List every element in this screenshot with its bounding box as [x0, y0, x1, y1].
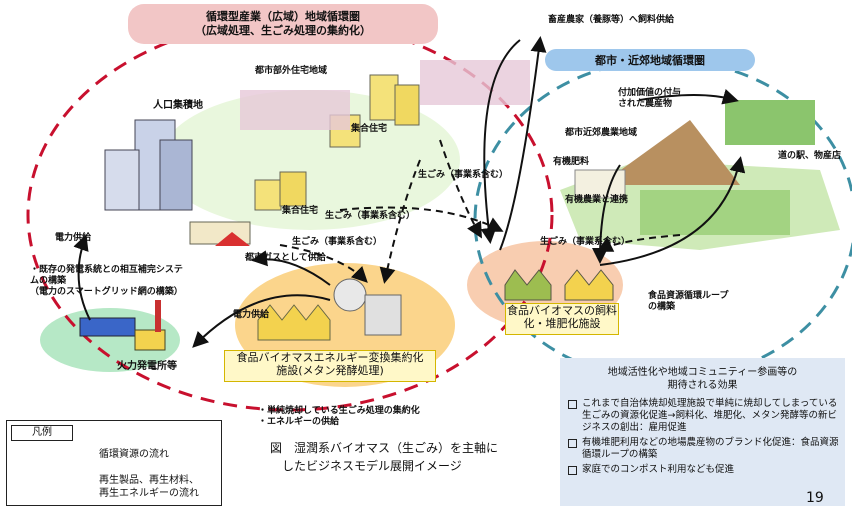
figure-caption-line2: したビジネスモデル展開イメージ [282, 459, 462, 473]
expected-effects-panel: 地域活性化や地域コミュニティー参画等の 期待される効果 これまで自治体焼却処理施… [560, 358, 845, 506]
apartment-label-2: 集合住宅 [282, 206, 319, 216]
garbage-label-2: 生ごみ（事業系含む） [325, 211, 416, 221]
food-loop-label: 食品資源循環ループ の構築 [648, 291, 729, 312]
checkbox-icon [568, 466, 577, 475]
garbage-label-3: 生ごみ（事業系含む） [292, 237, 383, 247]
fertilizer-arrow [599, 156, 746, 266]
legend-solid-label-1: 再生製品、再生材料、 [99, 475, 199, 486]
legend-dashed-label: 循環資源の流れ [99, 449, 169, 460]
garbage-flow-4 [596, 234, 681, 252]
energy-facility-box: 食品バイオマスエネルギー変換集約化 施設(メタン発酵処理) [224, 350, 436, 382]
garbage-label-4: 生ごみ（事業系含む） [540, 237, 631, 247]
legend-solid-label-2: 再生エネルギーの流れ [99, 488, 199, 499]
banner-subtitle: （広域処理、生ごみ処理の集約化） [195, 24, 371, 37]
organic-farming-label: 有機農業と連携 [565, 195, 629, 205]
produce-arrow [639, 89, 739, 105]
garbage-flow-2 [339, 206, 504, 232]
checkbox-icon [568, 439, 577, 448]
value-added-label: 付加価値の付与 された農産物 [618, 88, 682, 109]
population-area-label: 人口集積地 [153, 100, 203, 111]
consolidation-note: ・単純焼却している生ごみ処理の集約化 ・エネルギーの供給 [258, 406, 420, 427]
feed-to-livestock-arrow [499, 36, 547, 251]
grid-note-label: ・既存の発電系統との相互補完システ ムの構築 （電力のスマートグリッド網の構築） [30, 265, 183, 297]
checkbox-icon [568, 400, 577, 409]
regional-circulation-banner: 循環型産業（広域）地域循環圏 （広域処理、生ごみ処理の集約化） [128, 4, 438, 44]
feed-facility-box: 食品バイオマスの飼料 化・堆肥化施設 [505, 303, 619, 335]
banner-title: 循環型産業（広域）地域循環圏 [206, 10, 360, 23]
houses-icon [189, 60, 530, 246]
page-number: 19 [806, 490, 824, 506]
roadside-station-label: 道の駅、物産店 [778, 151, 842, 161]
urban-circulation-banner: 都市・近郊地域循環圏 [545, 49, 755, 71]
effects-list: これまで自治体焼却処理施設で単純に焼却してしまっている生ごみの資源化促進→飼料化… [560, 398, 845, 476]
feed-supply-label: 畜産農家（養豚等）へ飼料供給 [548, 15, 675, 25]
apartment-label-1: 集合住宅 [351, 124, 388, 134]
list-item: 有機堆肥利用などの地場農産物のブランド化促進：食品資源循環ループの構築 [568, 437, 839, 461]
residential-zone [160, 90, 460, 230]
garbage-flow-3 [279, 244, 368, 283]
power-plant-zone [40, 308, 180, 372]
power-supply-label-1: 電力供給 [55, 233, 92, 243]
legend: 凡例 循環資源の流れ 再生製品、再生材料、 再生エネルギーの流れ [6, 420, 222, 506]
city-gas-arrow [251, 250, 331, 286]
feed-supply-arrow [480, 39, 521, 244]
buildings-icon [104, 74, 420, 211]
city-gas-label: 都市ガスとして供給 [245, 253, 326, 263]
urban-banner-label: 都市・近郊地域循環圏 [595, 54, 705, 67]
garbage-flow-1 [439, 139, 482, 239]
effects-heading: 地域活性化や地域コミュニティー参画等の 期待される効果 [607, 367, 798, 391]
list-item: これまで自治体焼却処理施設で単純に焼却してしまっている生ごみの資源化促進→飼料化… [568, 398, 839, 434]
list-item: 家庭でのコンポスト利用なども促進 [568, 464, 839, 476]
grid-power-arrow [73, 234, 91, 321]
figure-caption-line1: 図 湿潤系バイオマス（生ごみ）を主軸に [270, 441, 499, 455]
garbage-flow-5 [379, 159, 421, 284]
power-supply-arrow [192, 294, 331, 348]
factory-icon [257, 269, 614, 341]
power-plant-label: 火力発電所等 [117, 361, 177, 372]
power-plant-icon [79, 300, 166, 351]
legend-title: 凡例 [11, 425, 73, 441]
organic-fertilizer-label: 有機肥料 [553, 157, 590, 167]
residential-suburb-label: 都市部外住宅地域 [255, 66, 328, 76]
suburb-farm-label: 都市近郊農業地域 [565, 128, 638, 138]
garbage-label-1: 生ごみ（事業系含む） [418, 170, 509, 180]
power-supply-label-2: 電力供給 [233, 310, 270, 320]
